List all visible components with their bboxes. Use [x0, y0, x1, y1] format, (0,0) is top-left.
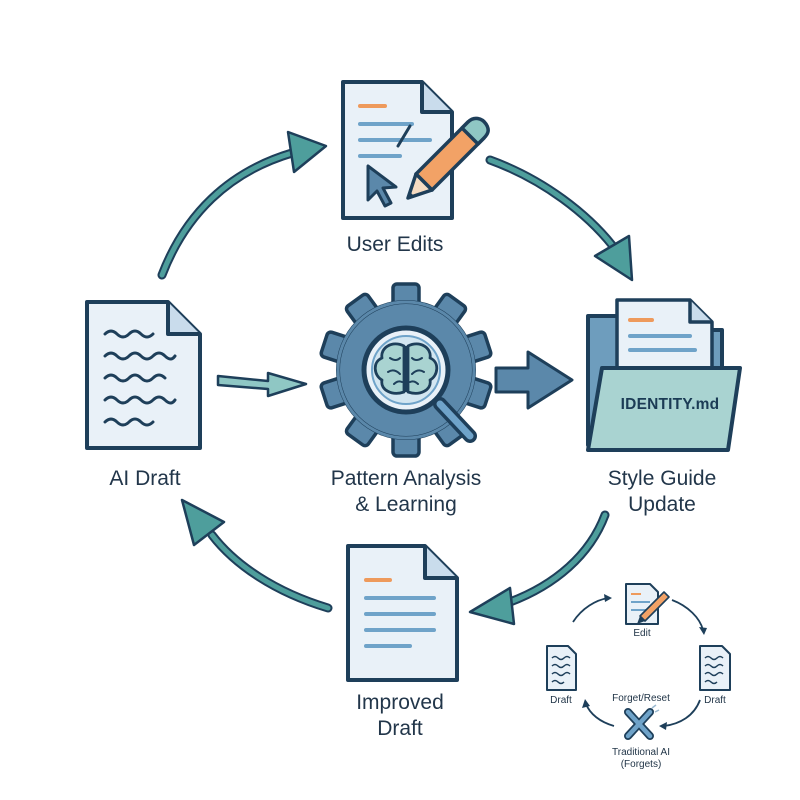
reset-x-icon	[624, 704, 660, 740]
style-guide-label-line2: Update	[628, 493, 696, 516]
inset-edit-document-icon	[625, 583, 670, 625]
style-guide-label-line1: Style Guide	[607, 467, 717, 490]
folder-icon	[586, 298, 742, 452]
pattern-analysis-label-line1: Pattern Analysis	[330, 467, 482, 490]
pattern-analysis-label-line2: & Learning	[355, 493, 457, 516]
user-edits-label: User Edits	[346, 233, 444, 256]
user-edits-document-icon	[341, 80, 454, 220]
inset-traditional-cycle	[546, 583, 731, 740]
arrow-improved-to-draft	[180, 498, 333, 613]
ai-draft-label: AI Draft	[109, 467, 181, 490]
ai-draft-document-icon	[85, 300, 202, 450]
pencil-icon	[406, 116, 490, 200]
improved-draft-label-line2: Draft	[377, 717, 423, 740]
inset-draft-left-label: Draft	[550, 695, 572, 706]
arrow-draft-to-gear	[216, 371, 308, 398]
inset-caption-line2: (Forgets)	[620, 759, 662, 770]
arrow-edits-to-style	[485, 155, 634, 282]
brain-icon	[373, 342, 439, 395]
improved-draft-document-icon	[346, 544, 459, 682]
inset-draft-right-label: Draft	[704, 695, 726, 706]
inset-forget-label: Forget/Reset	[612, 693, 670, 704]
arrow-gear-to-folder	[494, 350, 574, 410]
inset-right-draft-document-icon	[699, 645, 731, 691]
arrow-style-to-improved	[468, 510, 610, 626]
identity-file-label: IDENTITY.md	[620, 396, 720, 413]
cursor-icon	[366, 164, 398, 208]
improved-draft-label-line1: Improved	[356, 691, 444, 714]
inset-left-draft-document-icon	[546, 645, 577, 691]
inset-caption-line1: Traditional AI	[612, 747, 670, 758]
inset-edit-label: Edit	[633, 628, 651, 639]
arrow-draft-to-edits	[157, 130, 328, 280]
